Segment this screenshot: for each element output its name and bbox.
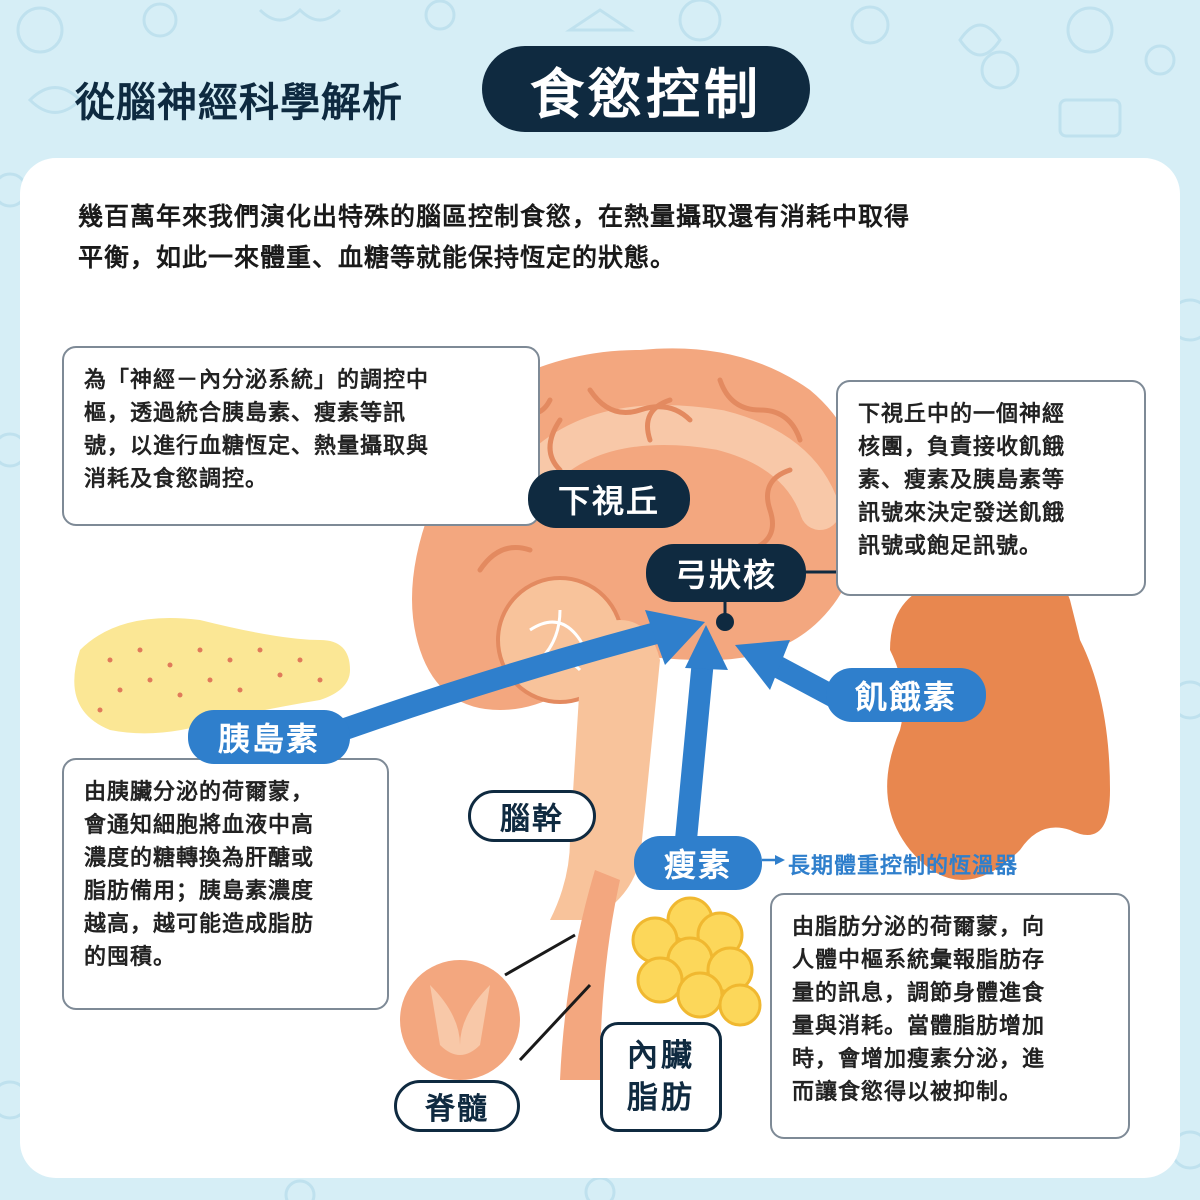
hypothalamus-description: 為「神經－內分泌系統」的調控中 樞，透過統合胰島素、瘦素等訊 號，以進行血糖恆定…: [62, 346, 540, 526]
visceral-fat-label-line: 內臟: [627, 1038, 695, 1074]
intro-text: 幾百萬年來我們演化出特殊的腦區控制食慾，在熱量攝取還有消耗中取得 平衡，如此一來…: [78, 196, 1138, 278]
leptin-desc-line: 量的訊息，調節身體進食: [792, 981, 1046, 1006]
intro-line-2: 平衡，如此一來體重、血糖等就能保持恆定的狀態。: [78, 243, 677, 272]
leptin-desc-line: 時，會增加瘦素分泌，進: [792, 1047, 1046, 1072]
insulin-desc-line: 脂肪備用；胰島素濃度: [84, 879, 315, 904]
insulin-desc-line: 越高，越可能造成脂肪: [84, 912, 315, 937]
insulin-label: 胰島素: [188, 710, 350, 764]
hypothalamus-desc-line: 為「神經－內分泌系統」的調控中: [84, 368, 430, 393]
leptin-desc-line: 人體中樞系統彙報脂肪存: [792, 948, 1046, 973]
pancreas-illustration: [74, 618, 351, 734]
leptin-label: 瘦素: [634, 836, 762, 890]
arcuate-description: 下視丘中的一個神經 核團，負責接收飢餓 素、瘦素及胰島素等 訊號來決定發送飢餓 …: [836, 380, 1146, 596]
arcuate-desc-line: 素、瘦素及胰島素等: [858, 468, 1066, 493]
hypothalamus-desc-line: 消耗及食慾調控。: [84, 467, 269, 492]
leptin-desc-line: 而讓食慾得以被抑制。: [792, 1080, 1023, 1105]
insulin-desc-line: 會通知細胞將血液中高: [84, 813, 315, 838]
leptin-desc-line: 由脂肪分泌的荷爾蒙，向: [792, 915, 1046, 940]
page-subtitle: 從腦神經科學解析: [75, 80, 403, 126]
arcuate-desc-line: 訊號或飽足訊號。: [858, 534, 1043, 559]
insulin-description: 由胰臟分泌的荷爾蒙， 會通知細胞將血液中高 濃度的糖轉換為肝醣或 脂肪備用；胰島…: [62, 758, 389, 1010]
ghrelin-label: 飢餓素: [826, 668, 986, 722]
arcuate-nucleus-marker: [716, 613, 734, 631]
arcuate-desc-line: 訊號來決定發送飢餓: [858, 501, 1066, 526]
leptin-description: 由脂肪分泌的荷爾蒙，向 人體中樞系統彙報脂肪存 量的訊息，調節身體進食 量與消耗…: [770, 893, 1130, 1139]
hypothalamus-label: 下視丘: [528, 470, 690, 528]
visceral-fat-illustration: [631, 896, 762, 1027]
leptin-arrow: [674, 649, 714, 861]
spinal-cord-illustration: [400, 933, 592, 1080]
stomach-illustration: [887, 540, 1110, 880]
intro-line-1: 幾百萬年來我們演化出特殊的腦區控制食慾，在熱量攝取還有消耗中取得: [78, 202, 911, 231]
spinal-cord-label: 脊髓: [394, 1080, 520, 1132]
insulin-desc-line: 的囤積。: [84, 945, 177, 970]
brain-illustration: [412, 348, 862, 1080]
page-title: 食慾控制: [482, 46, 810, 132]
arcuate-desc-line: 核團，負責接收飢餓: [858, 435, 1066, 460]
arcuate-nucleus-label: 弓狀核: [646, 544, 806, 602]
insulin-desc-line: 由胰臟分泌的荷爾蒙，: [84, 780, 315, 805]
visceral-fat-label: 內臟 脂肪: [600, 1022, 722, 1132]
brainstem-label: 腦幹: [468, 790, 596, 842]
leptin-note: 長期體重控制的恆溫器: [788, 854, 1019, 879]
arcuate-desc-line: 下視丘中的一個神經: [858, 402, 1066, 427]
hypothalamus-desc-line: 號，以進行血糖恆定、熱量攝取與: [84, 434, 430, 459]
leptin-desc-line: 量與消耗。當體脂肪增加: [792, 1014, 1046, 1039]
hypothalamus-desc-line: 樞，透過統合胰島素、瘦素等訊: [84, 401, 407, 426]
insulin-desc-line: 濃度的糖轉換為肝醣或: [84, 846, 315, 871]
visceral-fat-label-line: 脂肪: [627, 1080, 695, 1116]
